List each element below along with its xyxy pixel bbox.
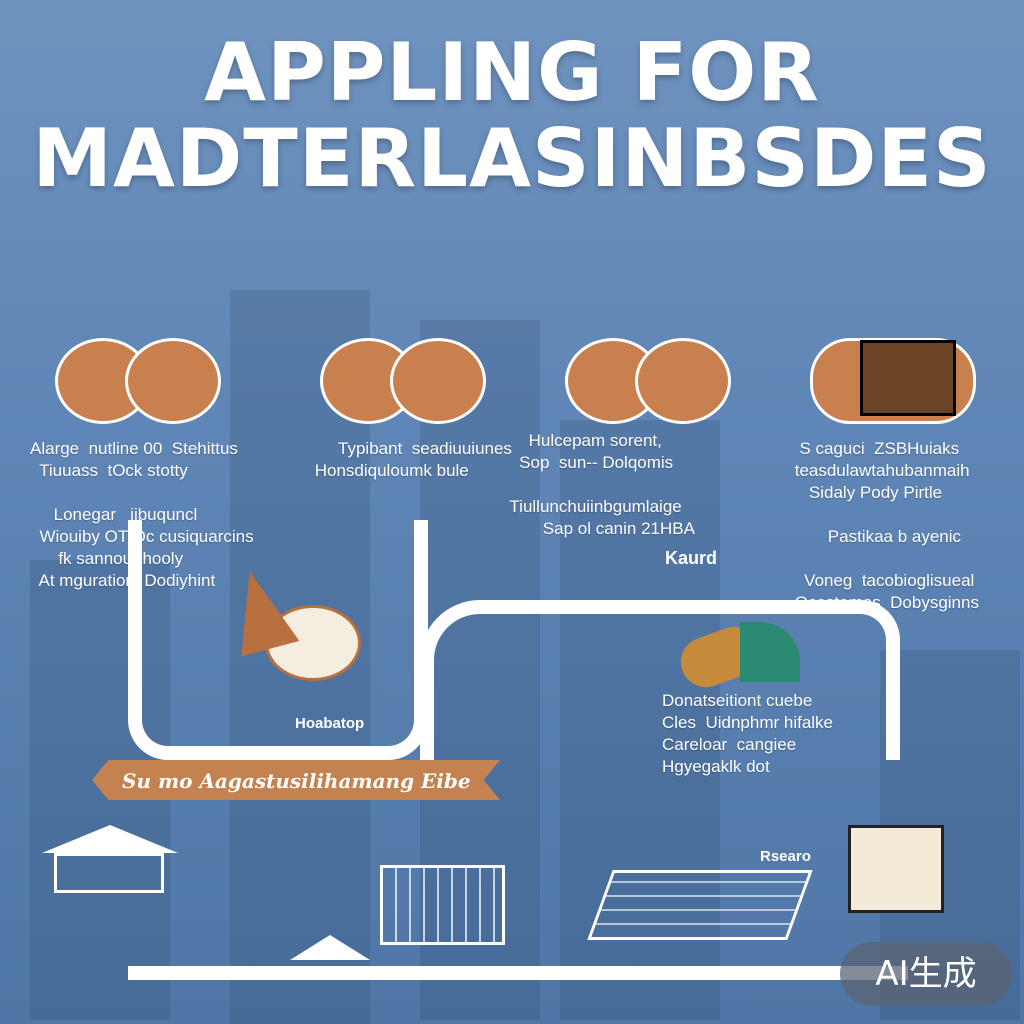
compass-icon bbox=[210, 563, 410, 710]
pipe-segment bbox=[420, 600, 900, 760]
kaurd-label: Kaurd bbox=[665, 548, 718, 568]
ribbon-banner: Su mo Aagastusilihamang Eibe bbox=[92, 760, 500, 800]
caption-step-1: Alarge nutline 00 Stehittus Tiuuass tOck… bbox=[30, 439, 254, 590]
banner-text: Su mo Aagastusilihamang Eibe bbox=[122, 769, 471, 793]
title-line-2: MADTERLASINBSDES bbox=[32, 112, 992, 205]
step-icon-1 bbox=[55, 330, 225, 426]
house-icon bbox=[42, 825, 178, 895]
building-icon bbox=[380, 865, 505, 945]
caption-step-2: Typibant seadiuuiunes Honsdiquloumk bule… bbox=[314, 439, 512, 502]
hoabatop-label: Hoabatop bbox=[295, 715, 365, 732]
caption-step-3: Hulcepam sorent, Sop sun-- Dolqomis Tiul… bbox=[509, 431, 695, 538]
handshake-icon bbox=[587, 870, 813, 940]
step-icon-3 bbox=[565, 330, 735, 426]
step-icon-4 bbox=[810, 330, 980, 426]
office-icon bbox=[848, 825, 944, 913]
step-icon-2 bbox=[320, 330, 490, 426]
fan-icon bbox=[673, 612, 820, 695]
bird-icon bbox=[290, 935, 370, 960]
title-line-1: APPLING FOR bbox=[204, 26, 820, 119]
rsearo-label: Rsearo bbox=[760, 848, 811, 865]
caption-step-4: S caguci ZSBHuiaks teasdulawtahubanmaih … bbox=[794, 439, 979, 612]
right-info-text: Donatseitiont cuebe Cles Uidnphmr hifalk… bbox=[662, 691, 834, 776]
pipe-segment bbox=[128, 940, 908, 980]
ai-generated-badge: AI生成 bbox=[840, 942, 1012, 1006]
